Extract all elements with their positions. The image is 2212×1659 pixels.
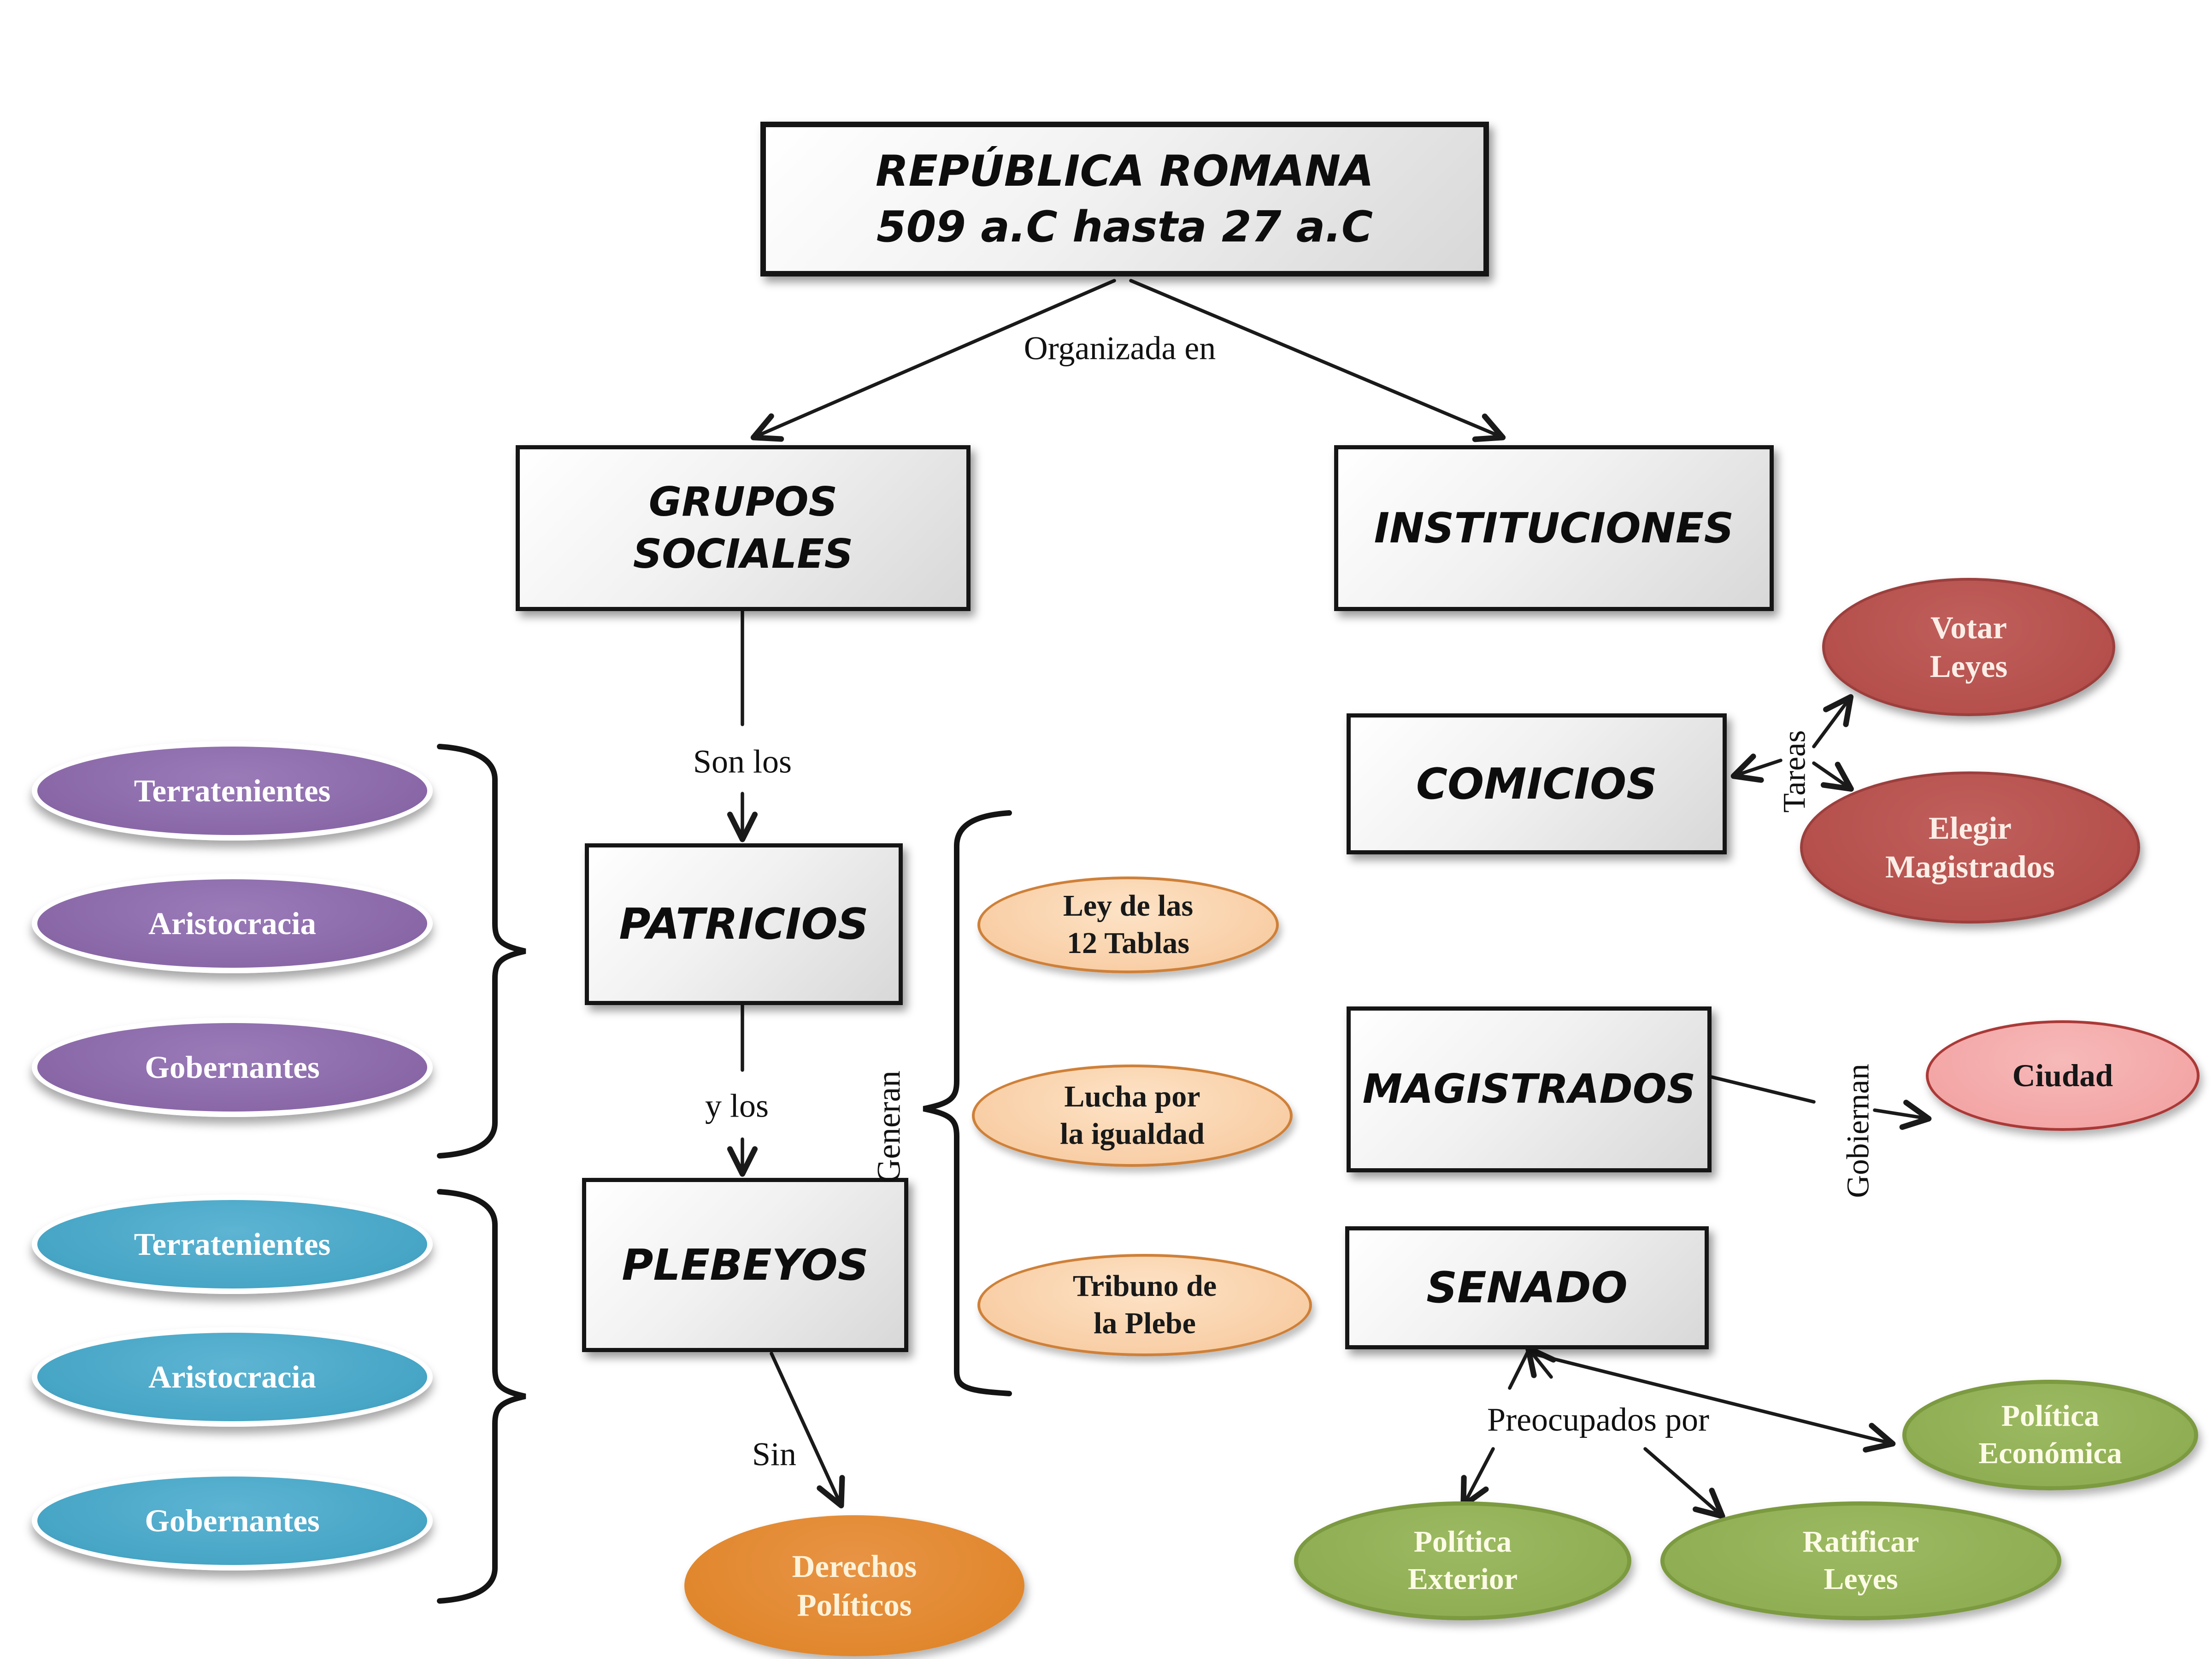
- patricios-rasgo-terratenientes: Terratenientes: [134, 773, 331, 808]
- patricios-rasgo-aristocracia: Aristocracia: [148, 906, 316, 941]
- patricios-rasgo-gobernantes: Gobernantes: [145, 1049, 320, 1085]
- label-y-los: y los: [705, 1087, 769, 1124]
- ciudad-label: Ciudad: [2012, 1058, 2113, 1093]
- tarea-votar-leyes: Votar Leyes: [1930, 610, 2008, 684]
- arrow-title-to-instituciones: [1129, 279, 1506, 442]
- ellipse-lucha-igualdad: Lucha por la igualdad: [972, 1065, 1293, 1167]
- line-senado-tail: [1508, 1347, 1531, 1390]
- arrow-tareas-to-votar-leyes: [1812, 694, 1854, 748]
- arrow-preocupados-to-ratificar-leyes: [1643, 1447, 1725, 1519]
- ellipse-tribuno-plebe: Tribuno de la Plebe: [977, 1254, 1312, 1356]
- line-magistrados-to-gobiernan: [1710, 1075, 1816, 1104]
- arrow-preocupados-to-senado: [1525, 1345, 1556, 1379]
- magistrados-label: MAGISTRADOS: [1362, 1065, 1696, 1113]
- node-magistrados: MAGISTRADOS: [1347, 1006, 1712, 1172]
- republica-title-line1: REPÚBLICA ROMANA: [875, 146, 1374, 196]
- plebeyos-rasgo-terratenientes: Terratenientes: [134, 1226, 331, 1262]
- ellipse-plebeyos-terratenientes: Terratenientes: [32, 1194, 433, 1294]
- tarea-elegir-magistrados: Elegir Magistrados: [1885, 810, 2055, 884]
- patricios-label: PATRICIOS: [619, 899, 869, 949]
- arrow-plebeyos-to-derechos: [770, 1352, 845, 1509]
- label-tareas: Tareas: [1777, 730, 1812, 813]
- ellipse-ley-12-tablas: Ley de las 12 Tablas: [977, 877, 1279, 973]
- ellipse-elegir-magistrados: Elegir Magistrados: [1800, 771, 2140, 924]
- derechos-politicos-label: Derechos Políticos: [792, 1548, 917, 1623]
- generan-lucha-igualdad: Lucha por la igualdad: [1060, 1080, 1205, 1151]
- brace-generan: [923, 810, 1012, 1396]
- ellipse-politica-exterior: Política Exterior: [1294, 1501, 1631, 1620]
- ellipse-patricios-aristocracia: Aristocracia: [32, 874, 433, 973]
- generan-tribuno-plebe: Tribuno de la Plebe: [1072, 1269, 1217, 1340]
- label-sin: Sin: [752, 1435, 797, 1473]
- grupos-sociales-label: GRUPOS SOCIALES: [633, 478, 853, 577]
- plebeyos-label: PLEBEYOS: [622, 1240, 869, 1290]
- node-patricios: PATRICIOS: [585, 843, 903, 1005]
- comicios-label: COMICIOS: [1416, 759, 1658, 809]
- arrow-senado-to-politica-economica: [1535, 1353, 1896, 1453]
- label-generan: Generan: [870, 1071, 907, 1183]
- node-comicios: COMICIOS: [1347, 713, 1727, 854]
- arrow-tareas-to-comicios: [1730, 753, 1783, 783]
- republica-title-line2: 509 a.C hasta 27 a.C: [876, 202, 1373, 252]
- ellipse-votar-leyes: Votar Leyes: [1822, 578, 2115, 716]
- senado-label: SENADO: [1426, 1263, 1628, 1313]
- senado-politica-exterior: Política Exterior: [1407, 1525, 1518, 1596]
- ellipse-patricios-terratenientes: Terratenientes: [32, 741, 433, 841]
- plebeyos-rasgo-gobernantes: Gobernantes: [145, 1503, 320, 1538]
- ellipse-plebeyos-aristocracia: Aristocracia: [32, 1327, 433, 1427]
- arrow-title-to-grupos: [750, 279, 1116, 442]
- node-plebeyos: PLEBEYOS: [582, 1178, 908, 1352]
- node-republica-romana: REPÚBLICA ROMANA 509 a.C hasta 27 a.C: [760, 122, 1489, 276]
- label-organizada-en: Organizada en: [1024, 329, 1216, 367]
- ellipse-derechos-politicos: Derechos Políticos: [684, 1515, 1024, 1656]
- brace-plebeyos-rasgos: [437, 1189, 526, 1604]
- instituciones-label: INSTITUCIONES: [1374, 504, 1734, 553]
- brace-patricios-rasgos: [437, 744, 526, 1159]
- node-senado: SENADO: [1345, 1226, 1709, 1349]
- label-preocupados-por: Preocupados por: [1487, 1401, 1709, 1438]
- ellipse-ratificar-leyes: Ratificar Leyes: [1660, 1501, 2061, 1620]
- node-instituciones: INSTITUCIONES: [1334, 445, 1774, 611]
- senado-politica-economica: Política Económica: [1978, 1399, 2122, 1470]
- generan-ley-12-tablas: Ley de las 12 Tablas: [1063, 889, 1194, 960]
- label-son-los: Son los: [693, 743, 792, 780]
- ellipse-ciudad: Ciudad: [1926, 1020, 2200, 1131]
- arrow-preocupados-to-politica-exterior: [1460, 1447, 1495, 1509]
- label-gobiernan: Gobiernan: [1840, 1064, 1876, 1198]
- plebeyos-rasgo-aristocracia: Aristocracia: [148, 1359, 316, 1394]
- ellipse-patricios-gobernantes: Gobernantes: [32, 1018, 433, 1117]
- senado-ratificar-leyes: Ratificar Leyes: [1802, 1525, 1919, 1596]
- ellipse-politica-economica: Política Económica: [1902, 1380, 2198, 1490]
- ellipse-plebeyos-gobernantes: Gobernantes: [32, 1471, 433, 1571]
- arrow-gobiernan-to-ciudad: [1873, 1100, 1932, 1130]
- node-grupos-sociales: GRUPOS SOCIALES: [516, 445, 971, 611]
- arrow-tareas-to-elegir-magistrados: [1812, 761, 1854, 792]
